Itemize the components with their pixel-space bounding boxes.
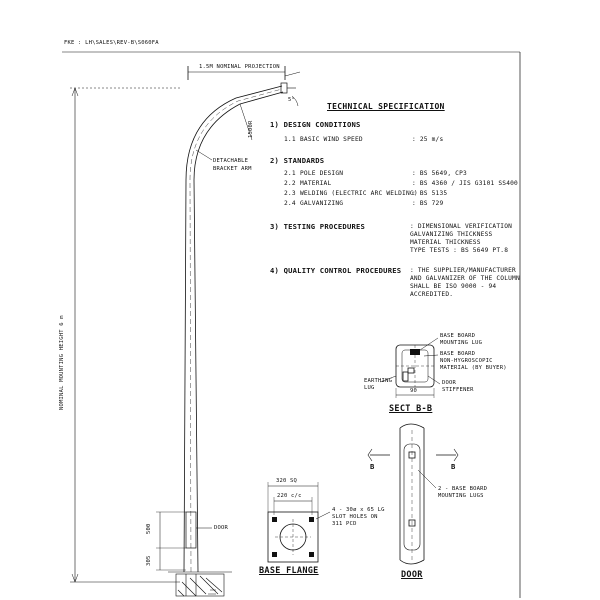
base-flange-caption: BASE FLANGE xyxy=(259,566,319,576)
sect-bb-lug-line2: MOUNTING LUG xyxy=(440,340,483,346)
spec-quality-line: ACCREDITED. xyxy=(410,291,454,298)
spec-item-value: : BS 729 xyxy=(412,200,444,207)
spec-quality-line: SHALL BE ISO 9000 - 94 xyxy=(410,283,497,290)
sect-bb-earthing-line1: EARTHING xyxy=(364,378,393,384)
spec-quality-heading: 4) QUALITY CONTROL PROCEDURES xyxy=(270,266,402,275)
spec-item-num: 1.1 xyxy=(284,136,296,143)
dim-500-label: 500 xyxy=(146,523,152,534)
spec-testing-line: MATERIAL THICKNESS xyxy=(410,239,481,246)
flange-holes-line3: 311 PCD xyxy=(332,521,357,527)
section-marker-right: B xyxy=(451,462,456,471)
sect-bb-material-line2: NON-HYGROSCOPIC xyxy=(440,358,493,364)
spec-testing-line: GALVANIZING THICKNESS xyxy=(410,231,493,238)
pole-center xyxy=(189,88,283,573)
spec-item-num: 2.1 xyxy=(284,170,296,177)
spec-standards-heading: 2) STANDARDS xyxy=(270,156,325,165)
pole-outline-left xyxy=(183,85,283,573)
sect-bb-stiffener-line1: DOOR xyxy=(442,380,457,386)
spec-item-value: : BS 5135 xyxy=(412,190,448,197)
dim-305-label: 305 xyxy=(146,555,152,566)
spec-item-num: 2.2 xyxy=(284,180,296,187)
flange-holes-line2: SLOT HOLES ON xyxy=(332,514,378,520)
foundation xyxy=(168,571,232,597)
door-label: DOOR xyxy=(214,525,229,531)
file-reference: FKE : LH\SALES\REV-B\S060FA xyxy=(64,40,159,46)
spec-item-num: 2.4 xyxy=(284,200,296,207)
sect-bb-material-line1: BASE BOARD xyxy=(440,351,476,357)
sect-bb-drawing xyxy=(379,337,441,398)
projection-label: 1.5M NOMINAL PROJECTION xyxy=(199,64,280,70)
bend-radius-label: 1500R xyxy=(248,120,254,138)
mounting-height-label: NOMINAL MOUNTING HEIGHT 6 m xyxy=(59,315,65,410)
sect-bb-caption: SECT B-B xyxy=(389,404,433,414)
spec-item-value: : BS 4360 / JIS G3101 SS400 xyxy=(412,180,518,187)
spec-item-label: BASIC WIND SPEED xyxy=(300,136,363,143)
spec-testing-line: TYPE TESTS : BS 5649 PT.8 xyxy=(410,247,509,254)
spec-design-heading: 1) DESIGN CONDITIONS xyxy=(270,120,361,129)
flange-pcd-dim: 220 c/c xyxy=(277,493,302,499)
spec-item-value: : BS 5649, CP3 xyxy=(412,170,467,177)
spec-testing-heading: 3) TESTING PROCEDURES xyxy=(270,222,366,231)
spec-item-label: GALVANIZING xyxy=(300,200,344,207)
door-view-caption: DOOR xyxy=(401,570,423,580)
door-lugs-line1: 2 - BASE BOARD xyxy=(438,486,488,492)
spec-quality-line: AND GALVANIZER OF THE COLUMN xyxy=(410,275,520,282)
sect-bb-lug-line1: BASE BOARD xyxy=(440,333,476,339)
angle-label: 5° xyxy=(288,97,296,103)
spec-item-label: MATERIAL xyxy=(300,180,332,187)
sect-bb-earthing-line2: LUG xyxy=(364,385,375,391)
flange-holes-line1: 4 - 30ø x 65 LG xyxy=(332,507,385,513)
spec-item-num: 2.3 xyxy=(284,190,296,197)
door-view-drawing xyxy=(367,423,459,565)
sect-bb-material-line3: MATERIAL (BY BUYER) xyxy=(440,365,507,371)
spec-item-label: WELDING (ELECTRIC ARC WELDING) xyxy=(300,190,418,197)
pole-outline-right xyxy=(193,91,284,573)
section-marker-left: B xyxy=(370,462,375,471)
door-lugs-line2: MOUNTING LUGS xyxy=(438,493,484,499)
spec-quality-line: : THE SUPPLIER/MANUFACTURER xyxy=(410,267,516,274)
spec-title: TECHNICAL SPECIFICATION xyxy=(327,102,445,111)
spec-item-value: : 25 m/s xyxy=(412,136,444,143)
bracket-label-line1: DETACHABLE xyxy=(213,158,249,164)
flange-outer-dim: 320 SQ xyxy=(276,478,298,484)
base-flange-drawing xyxy=(267,482,331,563)
sect-bb-stiffener-line2: STIFFENER xyxy=(442,387,474,393)
bracket-label-line2: BRACKET ARM xyxy=(213,166,252,172)
sect-bb-width-label: 90 xyxy=(410,388,418,394)
spec-item-label: POLE DESIGN xyxy=(300,170,344,177)
pole-door xyxy=(185,511,197,549)
spec-testing-line: : DIMENSIONAL VERIFICATION xyxy=(410,223,513,230)
